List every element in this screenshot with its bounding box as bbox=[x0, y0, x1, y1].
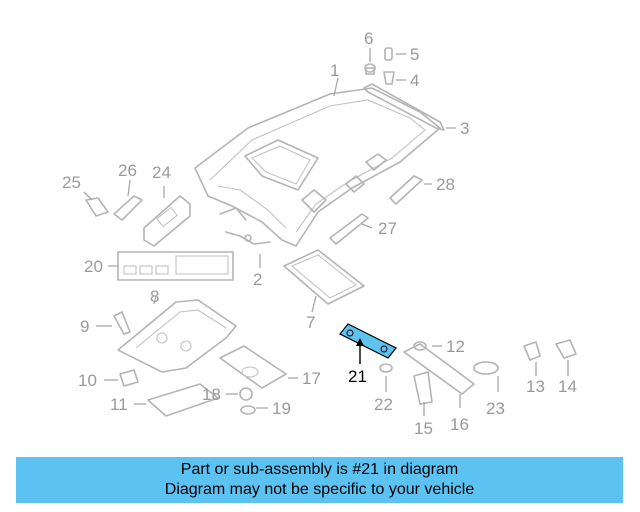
callout-19: 19 bbox=[272, 399, 291, 418]
overhead-console-part bbox=[117, 251, 234, 281]
callout-11: 11 bbox=[110, 395, 128, 414]
callout-4: 4 bbox=[410, 71, 419, 90]
rear-console-part bbox=[117, 299, 237, 373]
callout-20: 20 bbox=[84, 257, 103, 276]
parts-diagram: 1 2 3 4 5 6 7 8 9 10 11 12 13 14 15 16 1… bbox=[62, 29, 577, 438]
retainer-part bbox=[225, 231, 271, 245]
clip-parts bbox=[364, 47, 395, 85]
callout-27: 27 bbox=[378, 219, 397, 238]
leader-lines bbox=[83, 48, 569, 416]
callout-21: 21 bbox=[348, 367, 367, 386]
callout-24: 24 bbox=[152, 163, 171, 182]
sun-visor-parts bbox=[85, 195, 191, 247]
banner-line-1: Part or sub-assembly is #21 in diagram bbox=[180, 461, 459, 478]
callout-9: 9 bbox=[80, 317, 89, 336]
callout-6: 6 bbox=[364, 29, 373, 48]
callout-3: 3 bbox=[460, 119, 469, 138]
callout-10: 10 bbox=[78, 371, 97, 390]
headliner-part bbox=[194, 87, 441, 247]
right-side-small-parts bbox=[379, 339, 577, 405]
sunroof-panel-part bbox=[283, 249, 365, 305]
callout-16: 16 bbox=[450, 415, 469, 434]
callout-13: 13 bbox=[526, 377, 545, 396]
callout-28: 28 bbox=[436, 175, 455, 194]
callout-2: 2 bbox=[253, 270, 262, 289]
callout-8: 8 bbox=[150, 287, 159, 306]
callout-14: 14 bbox=[558, 377, 577, 396]
info-banner: Part or sub-assembly is #21 in diagram D… bbox=[16, 457, 623, 503]
callout-12: 12 bbox=[446, 337, 465, 356]
small-bracket-parts bbox=[113, 311, 219, 417]
callout-18: 18 bbox=[202, 385, 221, 404]
roof-rail-part bbox=[363, 83, 445, 131]
callout-7: 7 bbox=[306, 313, 315, 332]
callout-22: 22 bbox=[374, 395, 393, 414]
callout-17: 17 bbox=[302, 369, 321, 388]
callout-23: 23 bbox=[486, 399, 505, 418]
highlighted-part-21 bbox=[339, 323, 397, 359]
banner-line-2: Diagram may not be specific to your vehi… bbox=[164, 481, 475, 498]
callout-26: 26 bbox=[118, 161, 137, 180]
callout-1: 1 bbox=[330, 61, 339, 80]
assist-grip-parts bbox=[329, 175, 423, 245]
pad-parts bbox=[219, 345, 287, 415]
callout-25: 25 bbox=[62, 173, 81, 192]
callout-5: 5 bbox=[410, 45, 419, 64]
callout-15: 15 bbox=[414, 419, 433, 438]
callout-labels: 1 2 3 4 5 6 7 8 9 10 11 12 13 14 15 16 1… bbox=[62, 29, 577, 438]
